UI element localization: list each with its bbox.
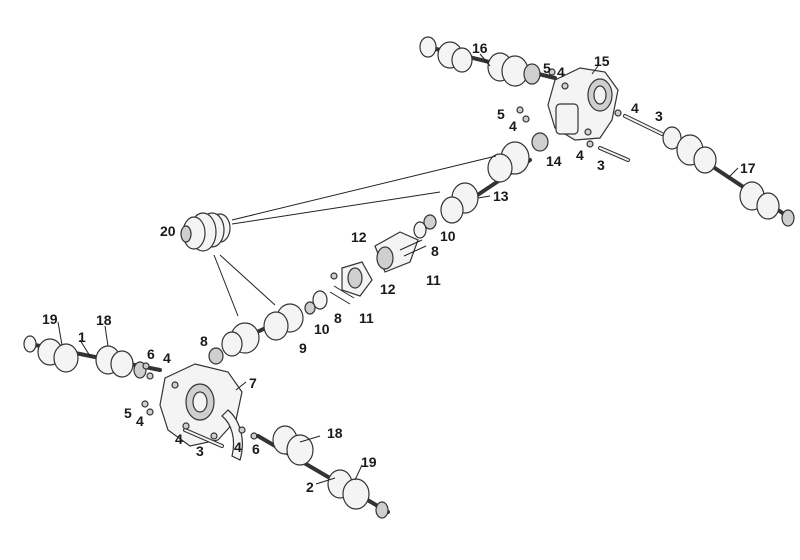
boot-20-leader-lines [213, 155, 497, 317]
label-leader-lines [57, 53, 739, 485]
bolt-12 [330, 272, 338, 280]
label-4-rear-top: 4 [557, 64, 565, 80]
rear-mount-bolts [516, 68, 664, 162]
label-4-rear-right: 4 [631, 100, 639, 116]
seal-14 [531, 132, 549, 152]
label-4-rear-bottom: 4 [576, 147, 584, 163]
rear-differential [547, 67, 619, 141]
bolts-11-lower [329, 285, 355, 305]
label-12-upper: 12 [351, 229, 367, 245]
front-mount-bolts [141, 362, 258, 448]
label-18-front-right: 18 [327, 425, 343, 441]
label-4-rear-left: 4 [509, 118, 517, 134]
ring-8-upper [413, 221, 427, 239]
boot-20 [180, 212, 231, 252]
label-20: 20 [160, 223, 176, 239]
label-17: 17 [740, 160, 756, 176]
label-3-rear-upper: 3 [655, 108, 663, 124]
rear-right-drive-shaft [662, 126, 795, 227]
label-6-front-bottom: 6 [252, 441, 260, 457]
label-2: 2 [306, 479, 314, 495]
rear-left-drive-shaft [419, 36, 557, 87]
label-5-rear-top: 5 [543, 60, 551, 76]
flange-12-upper [374, 231, 419, 273]
propeller-shaft-13 [440, 141, 532, 224]
propeller-shaft-9 [221, 303, 304, 357]
label-4-front-left: 4 [136, 413, 144, 429]
ring-8-lower [304, 301, 316, 315]
ring-8-front [208, 347, 224, 365]
label-11-lower: 11 [359, 310, 374, 326]
label-13: 13 [493, 188, 509, 204]
label-11-upper: 11 [426, 272, 441, 288]
label-5-front: 5 [124, 405, 132, 421]
label-14: 14 [546, 153, 562, 169]
label-4-front-top: 4 [163, 350, 171, 366]
label-3-rear-lower: 3 [597, 157, 605, 173]
label-5-rear-left: 5 [497, 106, 505, 122]
ring-10-upper [423, 214, 437, 230]
bolts-11-upper [399, 239, 427, 257]
label-7: 7 [249, 375, 257, 391]
label-8-upper: 8 [431, 243, 439, 259]
label-4-front-bottom: 4 [175, 431, 183, 447]
label-3-front: 3 [196, 443, 204, 459]
flange-12-lower [341, 261, 373, 297]
label-1: 1 [78, 329, 86, 345]
label-9: 9 [299, 340, 307, 356]
front-left-drive-shaft [23, 335, 162, 379]
label-12-lower: 12 [380, 281, 396, 297]
label-8-front: 8 [200, 333, 208, 349]
label-4-front-right: 4 [234, 439, 242, 455]
label-8-lower: 8 [334, 310, 342, 326]
ring-10-lower [312, 290, 328, 310]
label-6-front-top: 6 [147, 346, 155, 362]
label-19-front-left: 19 [42, 311, 58, 327]
label-10-lower: 10 [314, 321, 330, 337]
label-16: 16 [472, 40, 488, 56]
label-15: 15 [594, 53, 610, 69]
front-differential [159, 363, 243, 461]
label-19-front-right: 19 [361, 454, 377, 470]
label-18-front-left: 18 [96, 312, 112, 328]
front-right-drive-shaft [256, 425, 390, 519]
label-10-upper: 10 [440, 228, 456, 244]
